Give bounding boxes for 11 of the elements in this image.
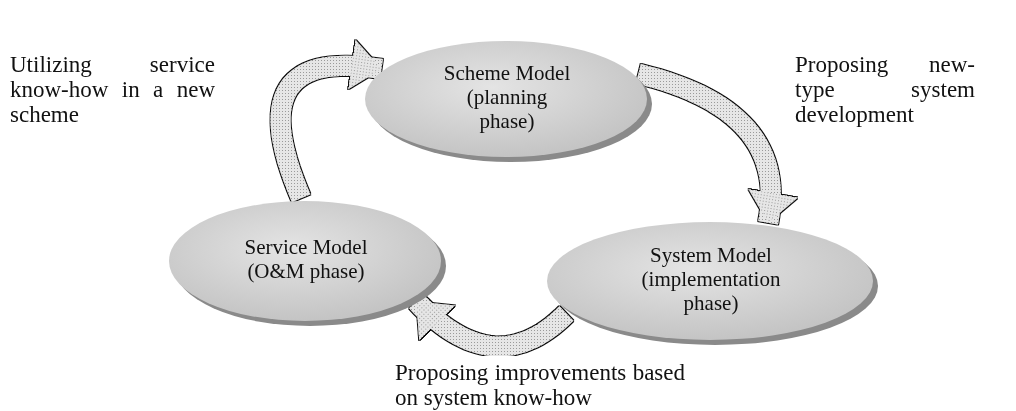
edge-label: Proposing improvements based on system know-how [395,360,685,410]
phase-label: System Model (implementation phase) [640,243,782,315]
phase-ellipse [166,198,446,326]
phase-ellipse [544,219,878,345]
curved-block-arrow [635,64,798,226]
curved-block-arrow [270,39,383,202]
phase-label: Service Model (O&M phase) [243,235,369,283]
edge-label: Proposing new-type system development [795,52,975,127]
phase-label: Scheme Model (planning phase) [442,61,572,133]
edge-label: Utilizing service know-how in a new scheme [10,52,215,127]
phase-ellipse [362,38,652,162]
